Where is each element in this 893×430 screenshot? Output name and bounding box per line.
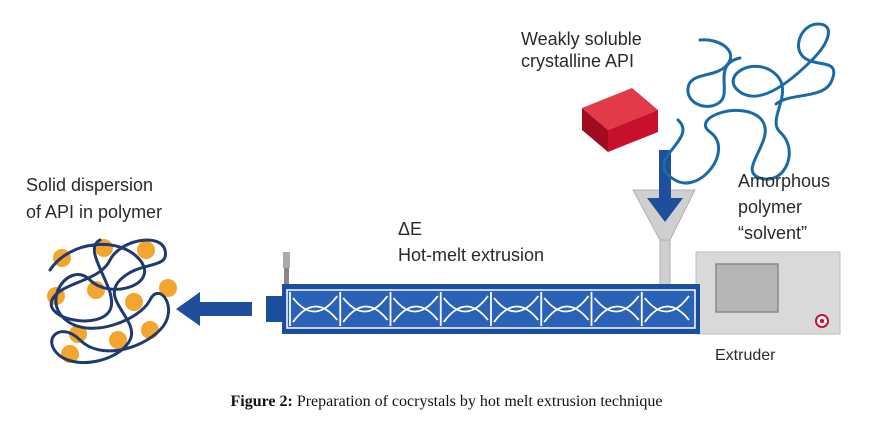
extruder-barrel: [266, 284, 700, 334]
dispersion-chain: [48, 238, 171, 364]
polymer-label-line1: Amorphous: [738, 171, 831, 191]
feed-arrow: [647, 150, 683, 222]
solid-dispersion: [47, 238, 177, 364]
extruder-window: [715, 263, 779, 313]
figure-caption: Figure 2: Preparation of cocrystals by h…: [0, 393, 893, 411]
extruder-label: Extruder: [715, 347, 776, 364]
extrusion-screw: [289, 292, 690, 326]
polymer-chain: [662, 22, 836, 185]
api-label-line1: Weakly soluble: [521, 29, 642, 49]
process-label: Hot-melt extrusion: [398, 245, 545, 265]
screw-flight: [644, 295, 690, 323]
screw-flight: [292, 295, 338, 323]
screw-flight: [543, 295, 590, 323]
api-label-line2: crystalline API: [521, 51, 635, 71]
crystalline-api-block: [582, 88, 658, 152]
polymer-label-line2: polymer: [738, 197, 803, 217]
extruder-unit: [695, 251, 841, 335]
target-icon: [815, 314, 829, 328]
screw-flight: [493, 295, 539, 323]
caption-prefix: Figure 2:: [230, 393, 293, 410]
screw-flight: [342, 295, 389, 323]
polymer-label-line3: “solvent”: [738, 223, 808, 243]
delta-e-label: ΔE: [398, 219, 423, 239]
output-arrow: [176, 292, 252, 326]
dispersion-label-line2: of API in polymer: [26, 202, 163, 222]
screw-flight: [593, 295, 640, 323]
caption-text: Preparation of cocrystals by hot melt ex…: [292, 393, 663, 410]
dispersion-label-line1: Solid dispersion: [26, 175, 154, 195]
screw-flight: [443, 295, 489, 323]
die-nozzle: [283, 252, 290, 286]
screw-flight: [392, 295, 439, 323]
